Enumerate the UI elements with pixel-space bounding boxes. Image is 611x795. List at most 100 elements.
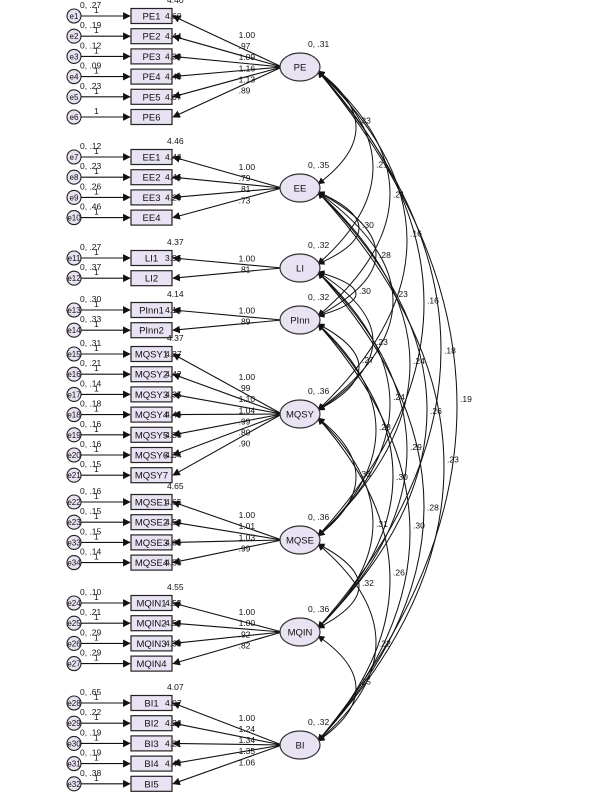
error-term-e10: e10 [66,210,82,226]
indicator-PE6: PE6 [130,108,173,126]
loading-label: 1.00 [239,607,256,617]
latent-ellipse [279,253,321,283]
error-name: e32 [67,780,81,789]
error-circle [66,656,82,672]
error-term-e3: e3 [66,48,82,64]
indicator-box [130,694,173,712]
fixed-weight-label: 1 [94,106,99,116]
error-variance-label: 0, .19 [80,727,102,737]
error-name: e17 [67,390,81,399]
fixed-weight-label: 1 [94,531,99,541]
error-variance-label: 0, .16 [80,486,102,496]
indicator-box [130,48,173,65]
loading-label: .82 [239,640,251,650]
covariance-label-MQSY-BI: .26 [393,568,405,578]
intercept-label-MQIN: 4.55 [167,582,184,592]
indicator-box [130,270,173,287]
latent-ellipse [279,173,321,203]
covariance-PE-MQSE [317,70,425,537]
covariance-LI-MQIN [317,271,408,629]
covariance-label-MQSY-MQSE: .33 [359,469,371,479]
covariance-MQSY-MQIN [317,417,374,629]
error-name: e33 [67,538,81,547]
indicator-intercept: 4.58 [165,618,182,628]
error-variance-label: 0, .12 [80,141,102,151]
fixed-weight-label: 1 [94,299,99,309]
loading-path-PE3 [172,53,283,68]
indicator-intercept: 4.37 [165,349,182,359]
loading-label: 1.09 [239,52,256,62]
error-variance-label: 0, .22 [80,707,102,717]
indicator-name: MQSE3 [135,538,168,549]
loading-label: .89 [239,428,251,438]
indicator-box [130,406,173,423]
indicator-MQSY4: MQSY4 [130,406,173,423]
intercept-label-BI: 4.07 [167,682,184,692]
error-variance-label: 0, .19 [80,20,102,30]
fixed-weight-label: 1 [94,66,99,76]
error-name: e21 [67,471,81,480]
error-variance-label: 0, .26 [80,181,102,191]
error-variance-label: 0, .37 [80,262,102,272]
indicator-MQSY2: MQSY2 [130,366,173,383]
indicator-intercept: 4.07 [165,698,182,708]
covariance-MQSE-BI [317,543,377,742]
indicator-name: PE5 [143,92,161,103]
indicator-LI2: LI2 [130,270,173,287]
latent-name: MQSY [286,410,315,421]
latent-ellipse [279,525,321,555]
indicator-intercept: 4.21 [165,738,182,748]
indicator-box [130,7,173,25]
intercept-label-LI: 4.37 [167,237,184,247]
error-circle [66,735,82,751]
indicator-box [130,386,173,403]
error-circle [66,109,82,125]
loading-label: 1.00 [239,713,256,723]
indicator-box [130,28,173,45]
loading-label: 1.00 [239,254,256,264]
loading-path-EE2 [172,174,283,189]
fixed-weight-label: 1 [94,692,99,702]
indicator-name: EE1 [143,153,161,164]
error-term-e13: e13 [66,302,82,318]
covariance-PE-MQSY [317,70,408,411]
latent-variance-label: 0, .35 [308,160,330,170]
covariance-EE-BI [317,191,445,742]
latent-variance-label: 0, .36 [308,386,330,396]
covariance-EE-MQIN [317,191,428,629]
covariance-label-EE-MQSY: .23 [396,289,408,299]
loading-path-PInn2 [172,319,283,334]
loading-path-MQSE3 [172,538,283,547]
indicator-name: BI4 [144,759,158,770]
latent-ellipse [279,617,321,647]
covariance-label-LI-BI: .28 [427,503,439,513]
error-name: e26 [67,639,81,648]
error-variance-label: 0, .23 [80,161,102,171]
indicator-name: PE6 [143,113,161,124]
indicator-box [130,88,173,105]
loading-path-EE1 [172,155,283,189]
covariance-label-MQIN-BI: .25 [359,677,371,687]
loading-label: 1.00 [239,510,256,520]
indicator-intercept: 4.59 [165,517,182,527]
indicator-MQIN4: MQIN4 [130,655,173,672]
error-variance-label: 0, .29 [80,627,102,637]
indicator-box [130,467,173,484]
indicator-MQSY5: MQSY5 [130,426,173,443]
error-variance-label: 0, .27 [80,0,102,10]
latent-name: MQIN [288,628,313,639]
loading-path-PE5 [172,66,283,99]
error-name: e30 [67,739,81,748]
latent-ellipse [279,730,321,760]
latent-name: BI [296,741,305,752]
loading-label: 1.24 [239,724,256,734]
fixed-weight-label: 1 [94,424,99,434]
indicator-box [130,345,173,363]
indicator-PInn1: PInn1 [130,301,173,319]
error-variance-label: 0, .33 [80,314,102,324]
loading-path-MQSE1 [172,500,283,541]
latent-EE: EE [279,173,321,203]
latent-MQSE: MQSE [279,525,321,555]
error-circle [66,407,82,423]
latent-PInn: PInn [279,305,321,335]
